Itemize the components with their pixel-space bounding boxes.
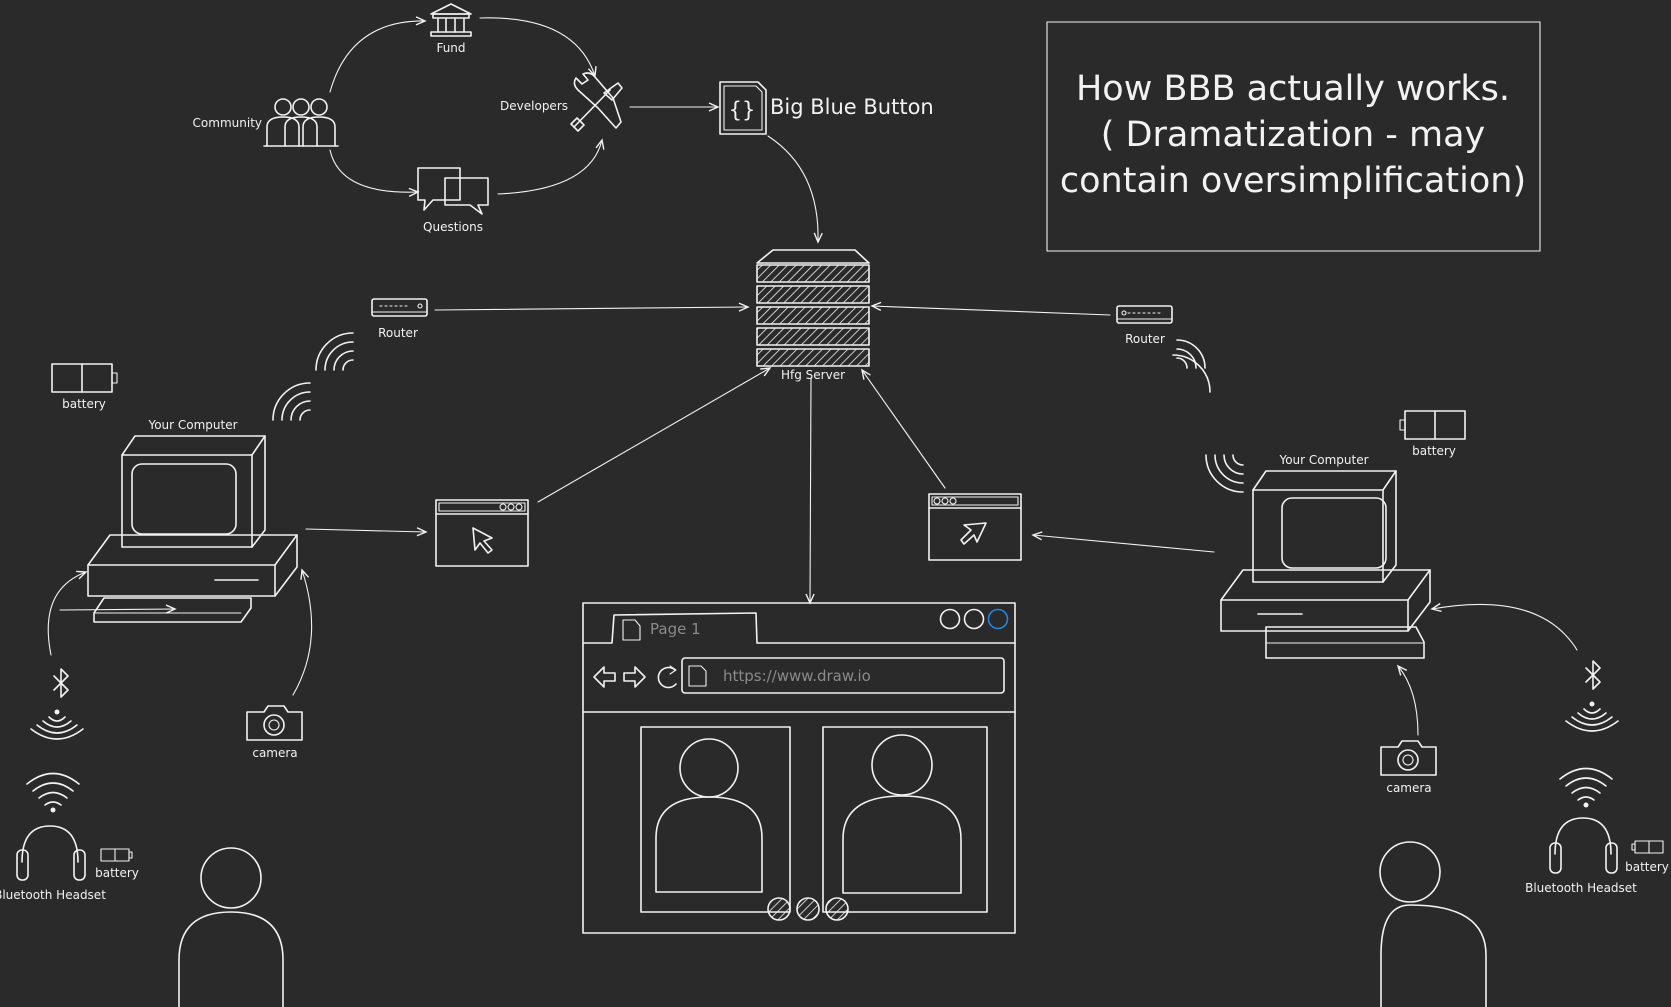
server-icon: [756, 249, 870, 367]
arrow-camera-left-computer: [292, 568, 313, 696]
title-line-2: ( Dramatization - may: [1101, 115, 1486, 155]
arrow-server-browser: [805, 377, 815, 605]
headset-battery-left-label: battery: [95, 866, 139, 880]
arrow-camera-right-computer: [1396, 664, 1419, 736]
title-line-3: contain oversimplification): [1060, 161, 1526, 201]
arrow-window-left-server: [537, 367, 772, 503]
app-window-left-icon: [435, 499, 529, 567]
computer-left-label: Your Computer: [147, 418, 237, 432]
battery-left-label: battery: [62, 397, 106, 411]
arrow-questions-developers: [497, 138, 605, 195]
router-right-icon: [1116, 305, 1173, 324]
browser-reload-icon: [657, 665, 677, 689]
arrow-router-left-server: [434, 302, 750, 312]
call-control-3-icon: [825, 897, 849, 921]
bbb-logo-icon: {}: [719, 81, 767, 135]
headset-battery-left-icon: [100, 848, 133, 862]
user-right-icon: [1379, 841, 1487, 1007]
video-tile-left: [640, 726, 791, 913]
arrow-fund-developers: [479, 17, 597, 78]
wifi-signal-left-icon: [272, 332, 354, 421]
arrow-router-right-server: [870, 301, 1111, 316]
browser-window: Page 1 https://www.draw.io: [582, 602, 1016, 934]
questions-label: Questions: [423, 220, 483, 234]
battery-right-icon: [1399, 410, 1466, 440]
router-right-label: Router: [1125, 332, 1165, 346]
camera-right-label: camera: [1386, 781, 1431, 795]
developers-label: Developers: [500, 99, 568, 113]
person-body-icon: [842, 795, 962, 894]
camera-right-icon: [1380, 740, 1437, 776]
arrow-bbb-server: [767, 135, 823, 244]
questions-icon: [417, 167, 489, 215]
router-left-label: Router: [378, 326, 418, 340]
url-text: https://www.draw.io: [723, 667, 871, 685]
battery-right-label: battery: [1412, 444, 1456, 458]
community-icon: [263, 98, 339, 147]
developers-tools-icon: [570, 72, 623, 132]
top-flow-arrows: [329, 16, 823, 244]
arrow-keyboard-left: [59, 604, 177, 614]
headset-right-icon: [1549, 817, 1618, 874]
arrow-community-questions: [329, 149, 420, 197]
person-head-icon: [679, 738, 739, 798]
browser-tab-label: Page 1: [650, 620, 701, 638]
title-line-1: How BBB actually works.: [1076, 69, 1510, 109]
router-left-icon: [371, 298, 428, 317]
call-control-1-icon: [767, 897, 791, 921]
video-tile-right: [822, 726, 988, 913]
connection-arrows: [47, 301, 1578, 736]
window-control-3-icon: [987, 608, 1009, 630]
fund-icon: [430, 3, 472, 37]
computer-left-icon: [87, 435, 298, 623]
fund-label: Fund: [436, 41, 465, 55]
cursor-icon: [960, 522, 987, 545]
tab-page-icon: [622, 619, 641, 641]
browser-back-icon: [593, 666, 616, 688]
battery-left-icon: [51, 363, 118, 393]
headset-left-icon: [16, 825, 86, 881]
signal-waves-left-icon: [30, 709, 84, 740]
arrow-community-fund: [329, 16, 427, 93]
wifi-right-icon: [1559, 767, 1613, 808]
arrow-bluetooth-left-computer: [47, 570, 88, 656]
arrow-window-right-server: [861, 368, 946, 489]
arrow-bluetooth-right-computer: [1430, 602, 1578, 651]
bbb-label: Big Blue Button: [770, 95, 934, 119]
person-body-icon: [655, 796, 763, 893]
browser-forward-icon: [623, 666, 646, 688]
computer-right-label: Your Computer: [1278, 453, 1368, 467]
computer-right-icon: [1220, 470, 1431, 659]
window-control-2-icon: [963, 608, 985, 630]
server-label: Hfg Server: [781, 368, 845, 382]
title-box: How BBB actually works. ( Dramatization …: [1046, 21, 1541, 252]
wifi-signal-right-icon: [1172, 339, 1244, 493]
signal-waves-right-icon: [1565, 701, 1619, 732]
url-page-icon: [688, 665, 707, 687]
headset-left-label: Bluetooth Headset: [0, 888, 106, 902]
url-bar: [681, 657, 1005, 694]
headset-battery-right-icon: [1631, 840, 1664, 854]
arrow-computer-right-window: [1031, 531, 1215, 553]
app-window-right-icon: [928, 493, 1022, 561]
camera-left-icon: [246, 705, 303, 741]
camera-left-label: camera: [252, 746, 297, 760]
arrow-computer-left-window: [305, 527, 428, 537]
headset-battery-right-label: battery: [1625, 860, 1669, 874]
window-control-1-icon: [939, 608, 961, 630]
call-control-2-icon: [796, 897, 820, 921]
wifi-left-icon: [26, 772, 80, 813]
bluetooth-left-icon: [53, 668, 69, 698]
community-label: Community: [193, 116, 262, 130]
headset-right-label: Bluetooth Headset: [1525, 881, 1637, 895]
bluetooth-right-icon: [1585, 660, 1601, 690]
person-head-icon: [871, 734, 933, 796]
curly-braces-icon: {}: [729, 98, 756, 122]
user-left-icon: [178, 847, 284, 1007]
cursor-icon: [472, 527, 493, 554]
